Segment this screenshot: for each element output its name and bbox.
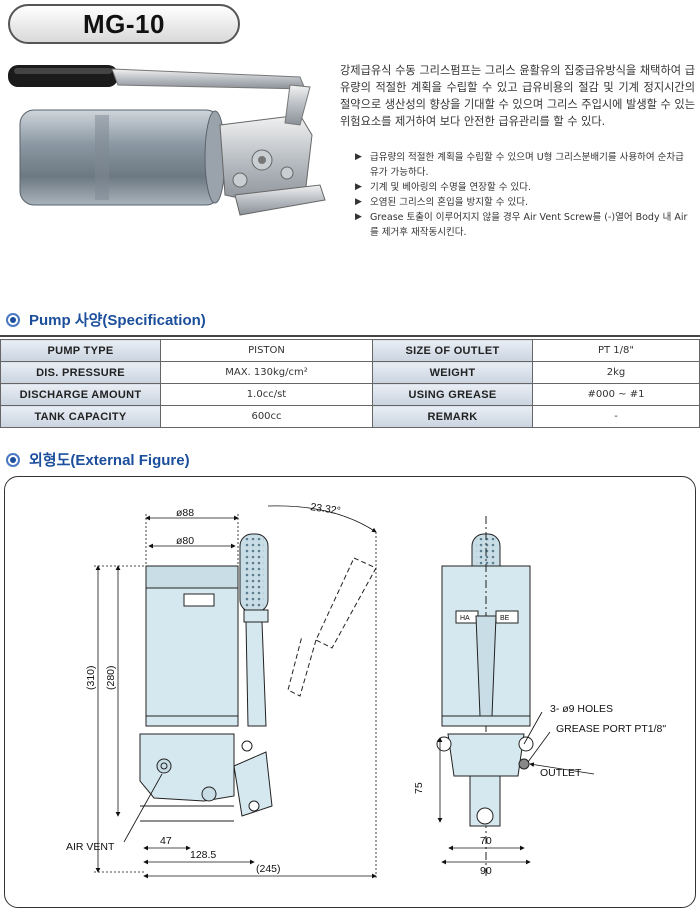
spec-value: PISTON	[160, 339, 373, 362]
spec-label: WEIGHT	[372, 361, 533, 384]
list-item: ▶ Grease 토출이 이루어지지 않을 경우 Air Vent Screw를 …	[355, 210, 690, 240]
spec-value: MAX. 130kg/cm²	[160, 361, 373, 384]
list-item: ▶ 기계 및 베아링의 수명을 연장할 수 있다.	[355, 180, 690, 195]
spec-heading-text: Pump 사양(Specification)	[29, 312, 206, 329]
triangle-right-icon: ▶	[355, 152, 362, 162]
spec-heading: Pump 사양(Specification)	[6, 309, 206, 330]
spec-value: 2kg	[532, 361, 700, 384]
spec-label: DIS. PRESSURE	[0, 361, 161, 384]
holes-label: 3- ø9 HOLES	[550, 703, 613, 715]
spec-label: TANK CAPACITY	[0, 405, 161, 428]
dim-w70: 70	[480, 835, 492, 847]
triangle-right-icon: ▶	[355, 182, 362, 192]
list-item: ▶ 오염된 그리스의 혼입을 방지할 수 있다.	[355, 195, 690, 210]
spec-label: PUMP TYPE	[0, 339, 161, 362]
feature-list: ▶ 급유량의 적절한 계획을 수립할 수 있으며 U형 그리스분배기를 사용하여 …	[355, 150, 690, 240]
air-vent-label: AIR VENT	[66, 841, 115, 853]
table-row: DISCHARGE AMOUNT 1.0cc/st USING GREASE #…	[0, 383, 700, 406]
front-view	[436, 516, 534, 876]
dim-h310: (310)	[85, 665, 97, 690]
dim-d88: ø88	[176, 507, 194, 519]
triangle-right-icon: ▶	[355, 197, 362, 207]
dim-w47: 47	[160, 835, 172, 847]
outlet-label: OUTLET	[540, 767, 582, 779]
description-paragraph: 강제급유식 수동 그리스펌프는 그리스 윤활유의 집중급유방식을 채택하여 급유…	[340, 64, 695, 128]
dim-h75: 75	[413, 782, 425, 794]
grease-port-label: GREASE PORT PT1/8"	[556, 723, 666, 735]
be-label: BE	[500, 615, 510, 622]
dim-angle: 23.32°	[310, 501, 342, 517]
spec-label: REMARK	[372, 405, 533, 428]
spec-table: PUMP TYPE PISTON SIZE OF OUTLET PT 1/8" …	[0, 339, 700, 428]
external-figure-frame	[4, 476, 696, 908]
feature-text: 오염된 그리스의 혼입을 방지할 수 있다.	[370, 197, 528, 208]
side-view	[139, 533, 377, 822]
feature-text: 기계 및 베아링의 수명을 연장할 수 있다.	[370, 182, 531, 193]
spec-value: -	[532, 405, 700, 428]
figure-heading: 외형도(External Figure)	[6, 449, 190, 470]
spec-label: DISCHARGE AMOUNT	[0, 383, 161, 406]
spec-label: SIZE OF OUTLET	[372, 339, 533, 362]
table-row: DIS. PRESSURE MAX. 130kg/cm² WEIGHT 2kg	[0, 361, 700, 384]
feature-text: Grease 토출이 이루어지지 않을 경우 Air Vent Screw를 (…	[370, 212, 688, 238]
dim-w128: 128.5	[190, 849, 216, 861]
list-item: ▶ 급유량의 적절한 계획을 수립할 수 있으며 U형 그리스분배기를 사용하여 …	[355, 150, 690, 180]
dim-w245: (245)	[256, 863, 281, 875]
pump-photo	[8, 65, 326, 216]
external-figure-drawing: ø88 ø80 23.32° (310) (280) 47 128.5 (245…	[66, 501, 666, 880]
spec-value: #000 ~ #1	[532, 383, 700, 406]
figure-heading-text: 외형도(External Figure)	[29, 452, 190, 469]
spec-value: 600cc	[160, 405, 373, 428]
table-row: TANK CAPACITY 600cc REMARK -	[0, 405, 700, 428]
spec-value: PT 1/8"	[532, 339, 700, 362]
model-title: MG-10	[8, 4, 240, 44]
circle-bullet-icon	[6, 452, 20, 467]
dim-h280: (280)	[105, 665, 117, 690]
ha-label: HA	[460, 615, 470, 622]
dim-w90: 90	[480, 865, 492, 877]
side-view-dimensions	[94, 505, 377, 880]
spec-label: USING GREASE	[372, 383, 533, 406]
circle-bullet-icon	[6, 312, 20, 327]
table-row: PUMP TYPE PISTON SIZE OF OUTLET PT 1/8"	[0, 339, 700, 362]
spec-top-rule	[0, 335, 700, 337]
triangle-right-icon: ▶	[355, 212, 362, 222]
feature-text: 급유량의 적절한 계획을 수립할 수 있으며 U형 그리스분배기를 사용하여 순…	[370, 152, 684, 178]
dim-d80: ø80	[176, 535, 194, 547]
front-view-dimensions	[437, 711, 595, 865]
spec-value: 1.0cc/st	[160, 383, 373, 406]
